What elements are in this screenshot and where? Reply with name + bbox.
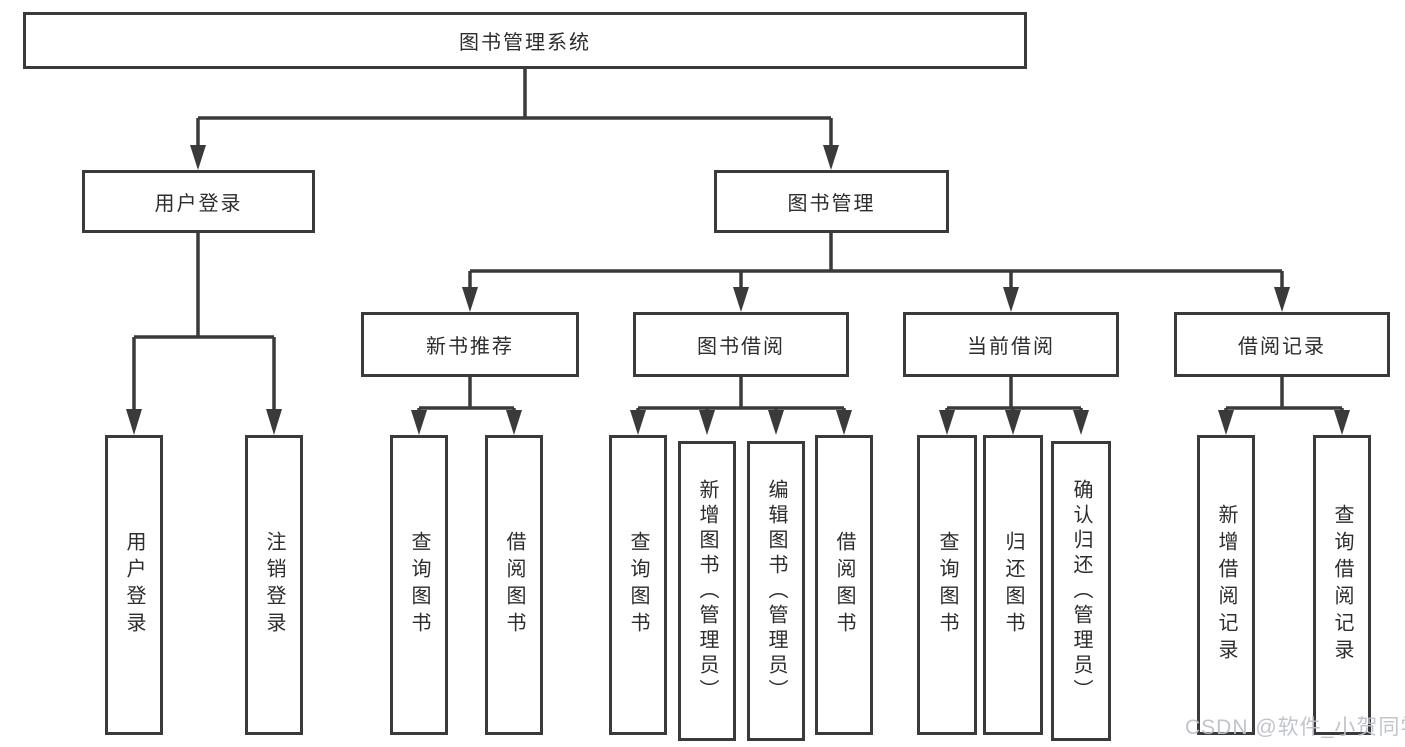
- node-book-management: 图书管理: [714, 170, 949, 233]
- leaf-records-query-borrow-record: 查询借阅记录: [1313, 435, 1371, 735]
- node-current-borrow-label: 当前借阅: [967, 336, 1055, 358]
- csdn-watermark: CSDN @软件_小贺同学: [1185, 716, 1405, 739]
- leaf-records-add-borrow-record: 新增借阅记录: [1197, 435, 1255, 735]
- node-user-login: 用户登录: [82, 170, 315, 233]
- leaf-recommend-borrow-books: 借阅图书: [485, 435, 543, 735]
- node-book-borrow: 图书借阅: [633, 312, 849, 377]
- leaf-current-return-books: 归还图书: [983, 435, 1043, 735]
- node-current-borrow: 当前借阅: [903, 312, 1119, 377]
- leaf-current-confirm-return-admin: 确认归还（管理员）: [1051, 441, 1111, 741]
- node-new-book-recommend-label: 新书推荐: [426, 336, 514, 358]
- node-new-book-recommend: 新书推荐: [361, 312, 579, 377]
- node-borrow-records-label: 借阅记录: [1238, 336, 1326, 358]
- leaf-borrow-query-books: 查询图书: [609, 435, 667, 735]
- node-user-login-label: 用户登录: [154, 193, 243, 215]
- leaf-borrow-add-books-admin: 新增图书（管理员）: [678, 441, 736, 741]
- leaf-current-query-books: 查询图书: [917, 435, 977, 735]
- node-library-system: 图书管理系统: [23, 12, 1027, 69]
- leaf-logout-login: 注销登录: [245, 435, 303, 735]
- leaf-recommend-query-books: 查询图书: [390, 435, 448, 735]
- node-library-system-label: 图书管理系统: [459, 32, 591, 54]
- node-book-borrow-label: 图书借阅: [697, 336, 785, 358]
- leaf-borrow-edit-books-admin: 编辑图书（管理员）: [747, 441, 805, 741]
- node-book-management-label: 图书管理: [787, 193, 876, 215]
- node-borrow-records: 借阅记录: [1174, 312, 1390, 377]
- leaf-borrow-borrow-books: 借阅图书: [815, 435, 873, 735]
- leaf-user-login: 用户登录: [105, 435, 163, 735]
